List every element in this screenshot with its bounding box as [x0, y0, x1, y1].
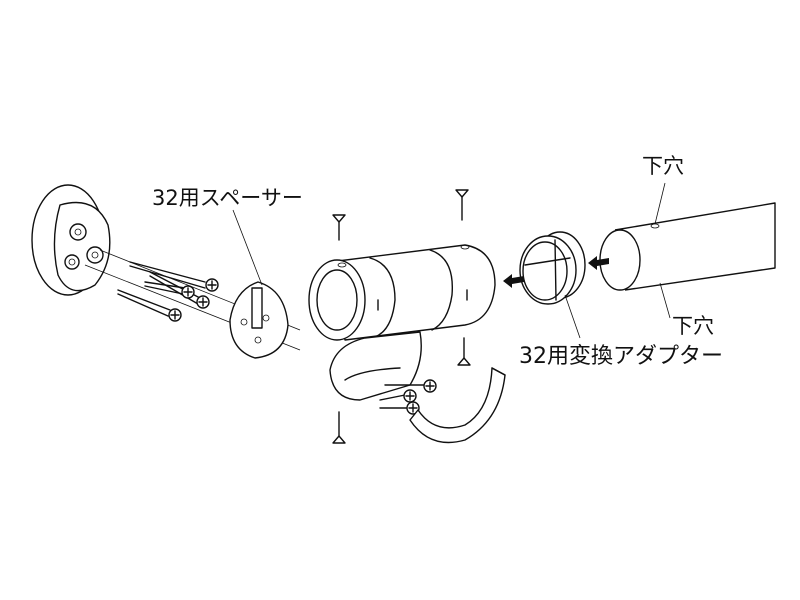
pilot-hole-bottom-label: 下穴 [672, 314, 714, 338]
handrail-pipe [588, 182, 776, 319]
long-screws [84, 249, 301, 351]
spacer-label: 32用スペーサー [152, 186, 303, 210]
pilot-hole-top-label: 下穴 [642, 154, 684, 178]
spacer-part [229, 209, 289, 359]
conversion-adapter [503, 231, 586, 339]
small-screws [332, 189, 471, 444]
bracket-body [308, 244, 496, 401]
lower-cover [409, 367, 506, 444]
adapter-label: 32用変換アダプター [519, 344, 723, 369]
wall-mount-base [31, 184, 111, 296]
